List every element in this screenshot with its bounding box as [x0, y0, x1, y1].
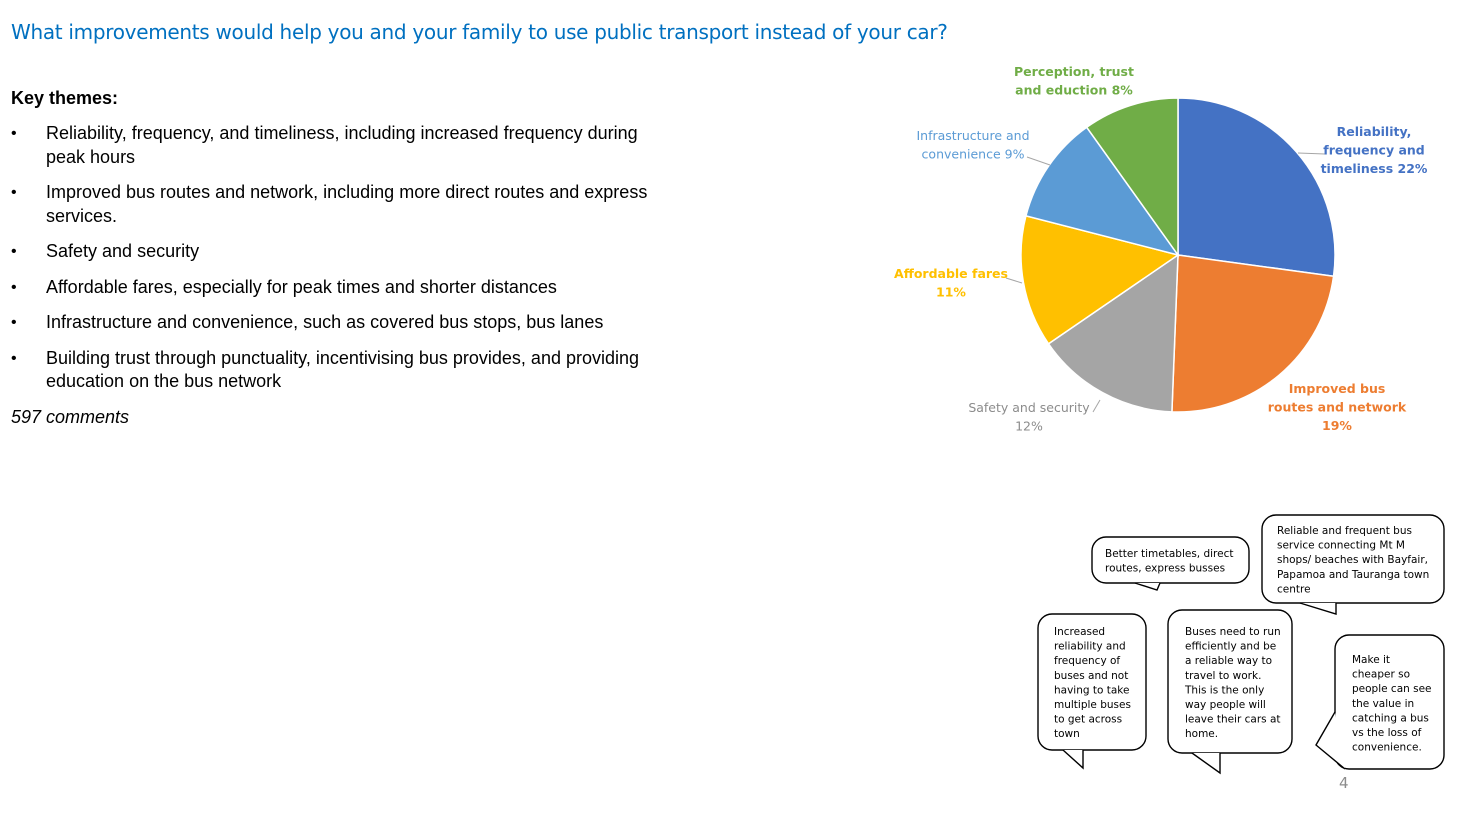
pie-slice-improved-bus-routes-and-network-19 — [1171, 254, 1335, 413]
bullet-icon: • — [11, 349, 17, 367]
theme-text-line1: Affordable fares, especially for peak ti… — [46, 276, 557, 297]
pie-slice-perception-trust-and-eduction-8 — [1085, 97, 1179, 258]
theme-text-line2: peak hours — [46, 146, 136, 167]
quote-bubble-tail — [1316, 712, 1345, 769]
quote-bubble-shape — [1037, 613, 1147, 751]
key-themes-heading: Key themes: — [11, 88, 119, 108]
pie-slice-infrastructure-and-convenience-9 — [1025, 126, 1180, 257]
pie-leader-line — [1092, 399, 1101, 413]
quote-bubble-tail-outline — [1134, 582, 1161, 591]
pie-slices — [1020, 97, 1336, 413]
bullet-icon: • — [11, 184, 17, 201]
pie-leader-line — [1297, 152, 1326, 155]
theme-text-line1: Improved bus routes and network, includi… — [46, 182, 648, 202]
quote-bubble-shape — [1261, 514, 1445, 604]
theme-item: • Affordable fares, especially for peak t… — [11, 276, 671, 300]
quote-bubble-tail-outline — [1299, 602, 1337, 615]
theme-item: • Safety and security — [11, 240, 671, 264]
theme-text-line1: Building trust through punctuality, ince… — [46, 347, 640, 368]
bullet-icon: • — [11, 314, 17, 331]
theme-text-line2: education on the bus network — [46, 371, 282, 391]
pie-leader-line — [1026, 156, 1051, 166]
pie-slice-affordable-fares-11 — [1020, 214, 1180, 345]
slide-title: What improvements would help you and you… — [11, 20, 948, 44]
pie-leader-line — [1005, 277, 1023, 284]
theme-text-line2: services. — [46, 205, 118, 226]
bullet-icon: • — [11, 125, 17, 142]
pie-leader-lines — [1005, 152, 1326, 413]
quote-bubble-tail-outline — [1191, 752, 1221, 775]
theme-item: • Reliability, frequency, and timeliness,… — [11, 122, 671, 169]
theme-text-line1: Safety and security — [46, 241, 200, 261]
key-themes-list: • Reliability, frequency, and timeliness,… — [11, 122, 671, 406]
comment-count: 597 comments — [11, 407, 130, 427]
quote-bubble-tail-outline — [1062, 749, 1084, 770]
page-number: 4 — [1339, 774, 1349, 792]
theme-text-line1: Reliability, frequency, and timeliness, … — [46, 123, 638, 143]
theme-item: • Improved bus routes and network, includ… — [11, 181, 671, 228]
quote-bubble-shape — [1334, 634, 1445, 770]
theme-item: • Infrastructure and convenience, such as… — [11, 311, 671, 335]
bullet-icon: • — [11, 278, 17, 296]
quote-bubble-shape — [1167, 609, 1293, 754]
quote-bubble-shape — [1091, 536, 1250, 584]
theme-item: • Building trust through punctuality, inc… — [11, 347, 671, 394]
pie-slice-reliability-frequency-and-timeliness-22 — [1177, 97, 1336, 278]
quote-bubble-tail-outline — [1315, 711, 1346, 770]
pie-slice-safety-and-security-12 — [1047, 253, 1179, 413]
bullet-icon: • — [11, 243, 17, 260]
theme-text-line1: Infrastructure and convenience, such as … — [46, 312, 604, 332]
